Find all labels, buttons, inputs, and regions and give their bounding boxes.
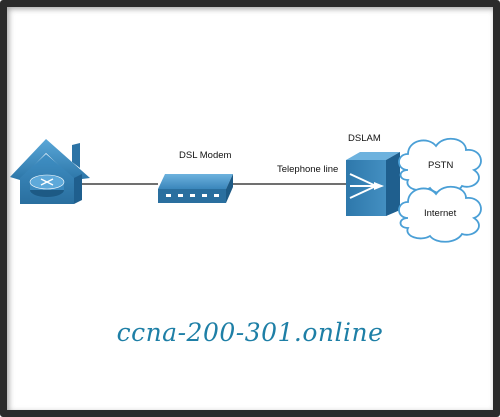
internet-label: Internet <box>424 208 457 219</box>
pstn-label: PSTN <box>428 160 453 171</box>
internet-cloud-icon <box>398 185 482 243</box>
dsl-modem-label: DSL Modem <box>179 150 232 161</box>
dsl-modem-icon <box>158 174 233 203</box>
house-router-icon <box>10 139 90 204</box>
telephone-line-label: Telephone line <box>277 164 338 175</box>
dslam-icon <box>346 152 400 216</box>
dslam-label: DSLAM <box>348 133 381 144</box>
pstn-cloud-icon <box>398 137 482 195</box>
watermark: ccna-200-301.online <box>116 318 384 347</box>
